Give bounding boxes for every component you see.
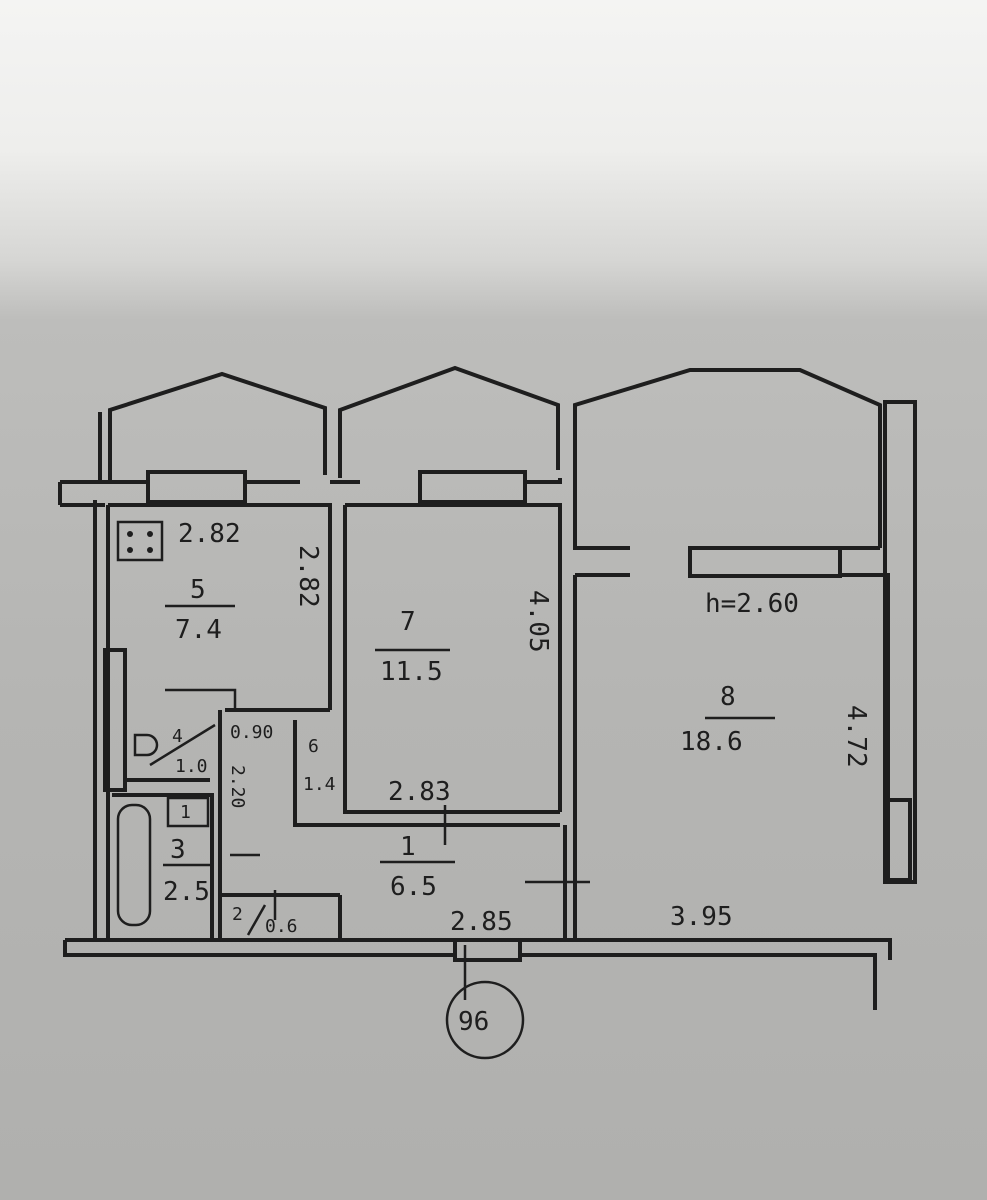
kitchen-number: 5 (190, 575, 206, 605)
hall-number: 1 (400, 832, 416, 862)
bedroom-area: 11.5 (380, 657, 443, 687)
hall-area: 6.5 (390, 872, 437, 902)
wardrobe-area: 1.4 (303, 774, 336, 795)
door-width: 0.90 (230, 722, 273, 743)
apartment-number-circle (445, 980, 525, 1060)
closet-area: 0.6 (265, 916, 298, 937)
sink-icon (166, 796, 210, 828)
kitchen-width: 2.82 (178, 519, 241, 549)
bathroom-number: 3 (170, 835, 186, 865)
apartment-number: 96 (458, 1007, 489, 1037)
hall-width: 2.85 (450, 907, 513, 937)
bedroom-width: 2.83 (388, 777, 451, 807)
kitchen-length: 2.82 (293, 545, 323, 608)
living-room-width: 3.95 (670, 902, 733, 932)
sink-number: 1 (180, 802, 191, 823)
bathroom-area: 2.5 (163, 877, 210, 907)
bathtub-icon (116, 803, 152, 927)
fixtures (116, 520, 237, 927)
closet-number: 2 (232, 904, 243, 925)
living-room-area: 18.6 (680, 727, 743, 757)
walls (58, 470, 892, 1010)
balconies (98, 365, 917, 884)
hall-length: 2.20 (227, 765, 248, 808)
toilet-icon (133, 733, 159, 757)
bedroom-length: 4.05 (523, 590, 553, 653)
ceiling-height: h=2.60 (705, 589, 799, 619)
living-room-number: 8 (720, 682, 736, 712)
wardrobe-number: 6 (308, 736, 319, 757)
toilet-area: 1.0 (175, 756, 208, 777)
kitchen-area: 7.4 (175, 615, 222, 645)
bedroom-number: 7 (400, 607, 416, 637)
stove-icon (116, 520, 164, 562)
living-room-length: 4.72 (841, 705, 871, 768)
toilet-number: 4 (172, 726, 183, 747)
dimension-ticks (230, 805, 590, 1000)
